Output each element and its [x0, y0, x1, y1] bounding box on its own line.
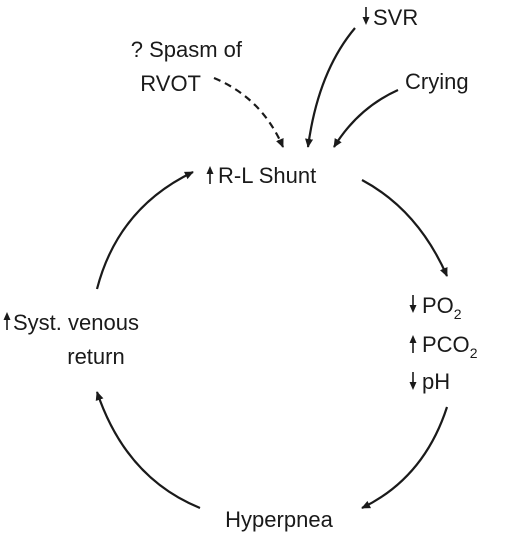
po2-label: PO2	[422, 293, 462, 322]
node-hyperpnea: Hyperpnea	[225, 507, 333, 532]
increase-arrow-icon	[409, 335, 417, 353]
edge-venous-return-to-shunt	[95, 171, 194, 290]
spasm-label-line1: ? Spasm of	[131, 37, 243, 62]
edge-crying-to-shunt	[333, 88, 399, 148]
venous-return-label-line2: return	[67, 344, 124, 369]
ph-label: pH	[422, 369, 450, 394]
decrease-arrow-icon	[409, 295, 417, 313]
node-venous-return: Syst. venous return	[3, 310, 139, 369]
edge-shunt-to-blood-gases	[361, 179, 449, 277]
edge-svr-to-shunt	[305, 27, 356, 148]
node-blood-gases: PO2 PCO2 pH	[409, 293, 478, 394]
node-rl-shunt: R-L Shunt	[206, 163, 316, 188]
spasm-label-line2: RVOT	[140, 71, 201, 96]
node-svr: SVR	[362, 5, 418, 30]
increase-arrow-icon	[3, 312, 11, 330]
edge-spasm-to-shunt	[213, 76, 285, 148]
venous-return-label-line1: Syst. venous	[13, 310, 139, 335]
edge-blood-gases-to-hyperpnea	[361, 406, 449, 509]
pco2-label: PCO2	[422, 332, 478, 361]
shunt-label: R-L Shunt	[218, 163, 316, 188]
crying-label: Crying	[405, 69, 469, 94]
edge-hyperpnea-to-venous-return	[95, 391, 201, 510]
svr-label: SVR	[373, 5, 418, 30]
node-crying: Crying	[405, 69, 469, 94]
decrease-arrow-icon	[362, 7, 370, 25]
increase-arrow-icon	[206, 166, 214, 184]
ph-row: pH	[409, 369, 450, 394]
node-spasm-rvot: ? Spasm of RVOT	[131, 37, 243, 96]
decrease-arrow-icon	[409, 372, 417, 390]
pco2-row: PCO2	[409, 332, 478, 361]
po2-row: PO2	[409, 293, 462, 322]
hyperpnea-label: Hyperpnea	[225, 507, 333, 532]
